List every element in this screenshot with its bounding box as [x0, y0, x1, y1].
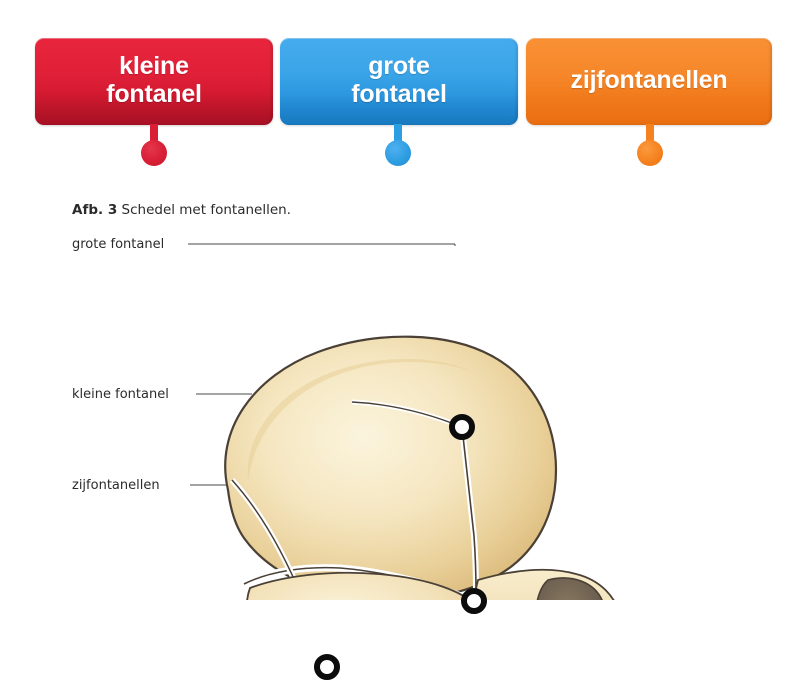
pin-stem [394, 124, 402, 146]
pin-stem [646, 124, 654, 146]
suture-line-coronal [461, 426, 477, 593]
label-card-layer: kleine fontanel grote fontanel zijfontan… [0, 0, 800, 180]
target-grote-fontanel[interactable] [449, 414, 475, 440]
pin-knob [637, 140, 663, 166]
figure-caption-prefix: Afb. 3 [72, 202, 118, 218]
label-card-grote-fontanel[interactable]: grote fontanel [280, 38, 518, 125]
drop-pin-blue[interactable] [385, 124, 411, 168]
label-card-text: zijfontanellen [570, 65, 728, 94]
label-card-zijfontanellen[interactable]: zijfontanellen [526, 38, 772, 125]
target-kleine-fontanel[interactable] [461, 588, 487, 614]
drop-pin-red[interactable] [141, 124, 167, 168]
vault-shading [247, 358, 488, 480]
temporal-bone [246, 571, 471, 600]
skull-illustration [188, 243, 615, 600]
figure-caption-text: Schedel met fontanellen. [121, 202, 291, 218]
figure-caption: Afb. 3 Schedel met fontanellen. [72, 202, 291, 218]
pin-knob [141, 140, 167, 166]
cranium-vault [224, 335, 558, 600]
label-card-text: kleine fontanel [106, 51, 202, 108]
pin-knob [385, 140, 411, 166]
drop-pin-orange[interactable] [637, 124, 663, 168]
label-card-text: grote fontanel [351, 51, 447, 108]
leader-label-zijfontanellen: zijfontanellen [72, 478, 160, 493]
pin-stem [150, 124, 158, 146]
label-card-kleine-fontanel[interactable]: kleine fontanel [35, 38, 273, 125]
eye-socket [536, 577, 603, 600]
figure-area: Afb. 3 Schedel met fontanellen. grote fo… [0, 180, 800, 680]
suture-line-occipital [231, 479, 304, 600]
target-zijfontanellen[interactable] [314, 654, 340, 680]
leader-label-grote-fontanel: grote fontanel [72, 237, 165, 252]
leader-label-kleine-fontanel: kleine fontanel [72, 387, 169, 402]
